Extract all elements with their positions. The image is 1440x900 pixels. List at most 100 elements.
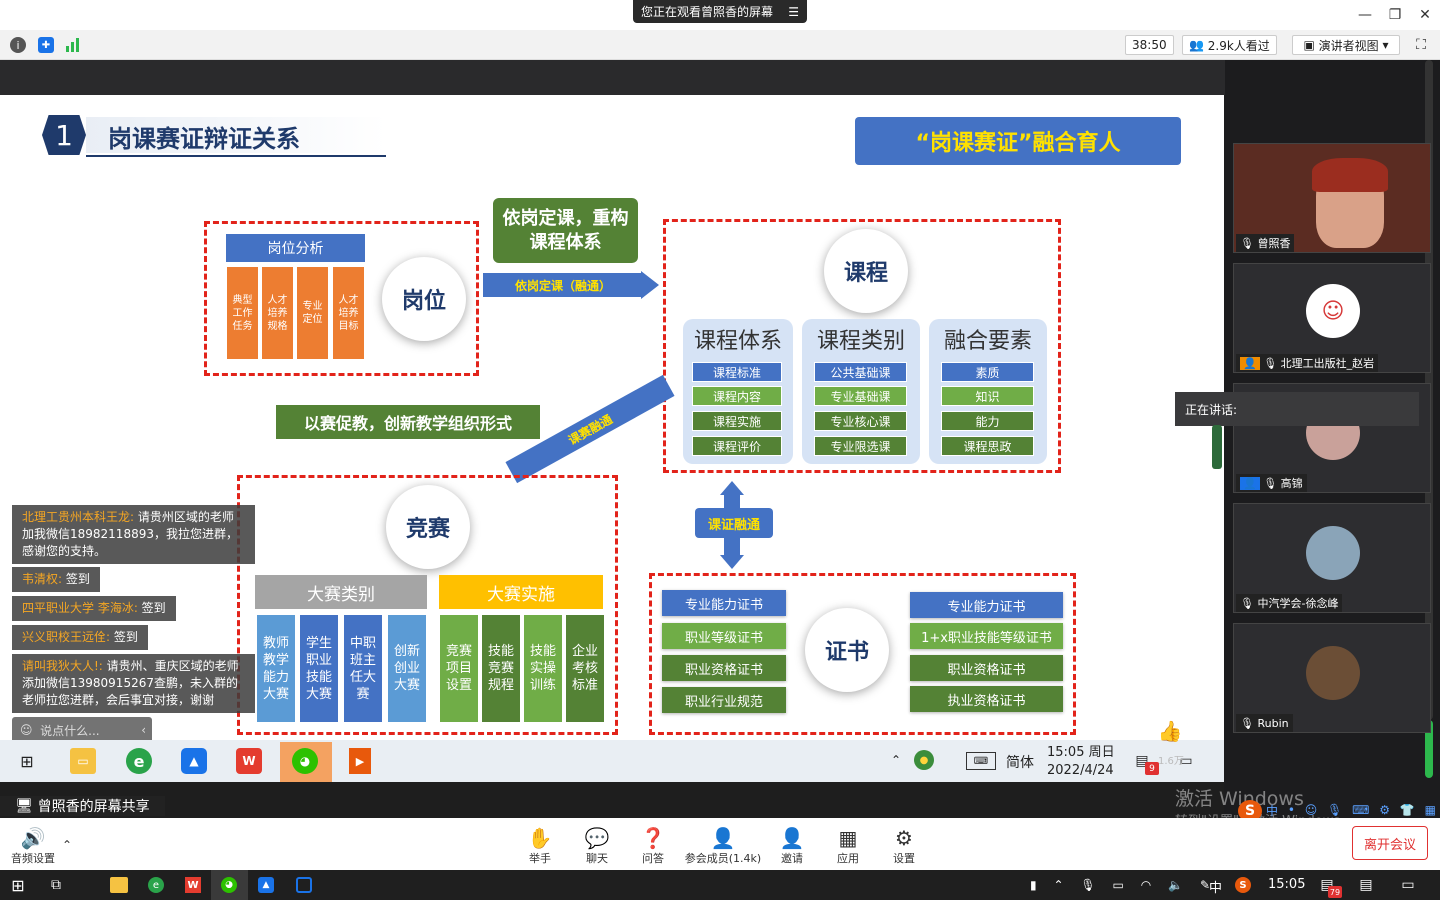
settings-button[interactable]: ⚙设置 (893, 826, 915, 865)
wps-icon[interactable]: W (236, 748, 262, 774)
people-icon: 👥 (1189, 38, 1208, 52)
participant-name: 🎙 中汽学会-徐念峰 (1236, 594, 1343, 612)
activation-watermark: 激活 Windows (1175, 788, 1304, 810)
viewer-count[interactable]: 👥 2.9k人看过 (1182, 35, 1277, 55)
action-center-icon[interactable]: ▭ (1401, 877, 1415, 893)
sogou-ime-icon[interactable]: S (1238, 800, 1262, 822)
panel-scrollbar[interactable] (1425, 720, 1433, 778)
apps-button[interactable]: ▦应用 (837, 826, 859, 865)
panel-item: 课程评价 (692, 436, 782, 456)
jingsai-left-title: 大赛类别 (255, 575, 427, 609)
chat-bubble-icon[interactable]: ▤ (1359, 877, 1373, 893)
presentation-icon[interactable]: ▶ (349, 748, 371, 774)
panel-item: 公共基础课 (814, 362, 907, 382)
browser-icon[interactable]: e (126, 748, 152, 774)
shield-icon[interactable]: ✚ (38, 37, 54, 53)
chat-input[interactable]: ☺ 说点什么...‹ (12, 717, 152, 743)
share-ime-label[interactable]: 简体 (1006, 755, 1034, 771)
tray-app-icon[interactable]: ● (914, 750, 934, 770)
mic-muted-icon: 🎙 (1240, 596, 1258, 610)
cert-left-item: 职业等级证书 (662, 623, 786, 649)
info-icon[interactable]: i (10, 37, 26, 53)
minimize-icon[interactable]: — (1358, 7, 1372, 23)
gangwei-item: 专业定位 (297, 267, 328, 359)
gangwei-frame (204, 221, 479, 376)
participant-name: 🎙 曾照香 (1236, 234, 1295, 252)
collapse-icon[interactable]: ‹ (141, 723, 146, 737)
jingsai-left-item: 教师教学能力大赛 (257, 615, 295, 722)
kecheng-circle: 课程 (824, 229, 908, 313)
jingsai-right-title: 大赛实施 (439, 575, 603, 609)
meeting-app-icon[interactable]: ▲ (258, 877, 274, 893)
raise-hand-button[interactable]: ✋举手 (527, 826, 553, 865)
windows-start-icon[interactable]: ⊞ (11, 875, 25, 895)
keyboard-icon[interactable]: ⌨ (966, 752, 996, 770)
members-button[interactable]: 👤参会成员(1.4k) (684, 826, 762, 865)
meeting-timer: 38:50 (1125, 35, 1174, 55)
gangwei-header: 岗位分析 (226, 234, 365, 262)
ime-toolbar[interactable]: 中•☺🎙⌨⚙👕▦ (1266, 803, 1436, 818)
panel-item: 专业核心课 (814, 411, 907, 431)
browser-icon[interactable]: e (148, 877, 164, 893)
menu-icon[interactable]: ☰ (788, 4, 799, 19)
screen-share-label: 🖥 曾照香的屏幕共享 (0, 796, 165, 816)
restore-icon[interactable]: ❐ (1388, 7, 1402, 23)
fullscreen-icon[interactable]: ⛶ (1416, 37, 1426, 53)
wps-icon[interactable]: W (185, 877, 201, 893)
invite-button[interactable]: 👤邀请 (779, 826, 805, 865)
action-center-icon[interactable]: ▭ (1179, 753, 1193, 769)
wechat-icon[interactable]: ◕ (221, 877, 237, 893)
panel-title: 融合要素 (943, 329, 1032, 354)
view-mode-select[interactable]: ▣ 演讲者视图 ▾ (1292, 35, 1400, 55)
sogou-ime-icon[interactable]: S (1235, 877, 1251, 893)
cert-right-item: 专业能力证书 (910, 592, 1063, 618)
share-top-spacer (0, 60, 1225, 95)
cert-right-item: 1+x职业技能等级证书 (910, 623, 1063, 649)
chevron-up-icon[interactable]: ⌃ (890, 753, 902, 767)
panel-toggle-handle[interactable] (1212, 425, 1222, 469)
like-icon[interactable]: 👍 (1157, 719, 1183, 743)
close-icon[interactable]: ✕ (1419, 7, 1431, 23)
panel-title: 课程体系 (693, 329, 782, 354)
chat-button[interactable]: 💬聊天 (584, 826, 610, 865)
tablet-app-icon[interactable] (296, 877, 312, 893)
arrow-course-cert: 课证融通 (695, 508, 773, 538)
jingsai-circle: 竞赛 (386, 485, 470, 569)
arrow-head-up (720, 481, 744, 495)
wechat-icon[interactable]: ◕ (292, 748, 318, 774)
wifi-icon: ◠ (1140, 878, 1152, 892)
like-count: 1.6万 (1158, 756, 1184, 767)
panel-item: 知识 (941, 386, 1034, 406)
jingsai-frame (237, 475, 618, 735)
signal-icon[interactable] (66, 38, 82, 52)
meeting-app-icon[interactable]: ▲ (181, 748, 207, 774)
screen-share-banner[interactable]: 您正在观看曾照香的屏幕 ☰ (633, 0, 807, 23)
participant-name: 🎙 Rubin (1236, 714, 1293, 732)
green-box-course-system: 依岗定课，重构课程体系 (493, 198, 638, 263)
volume-icon: 🔈 (1168, 878, 1184, 892)
audio-settings-button[interactable]: 🔊音频设置 (11, 826, 55, 865)
screen-icon: 🖥 (15, 798, 38, 814)
jingsai-left-item: 创新创业大赛 (388, 615, 426, 722)
shared-slide: 1 岗课赛证辩证关系 “岗课赛证”融合育人 岗位分析 典型工作任务 人才培养规格… (0, 95, 1224, 740)
chevron-up-icon[interactable]: ⌃ (61, 838, 73, 852)
avatar: ☺ (1306, 284, 1360, 338)
tray-ime-label[interactable]: 中 (1209, 881, 1223, 896)
system-tray[interactable]: ▮⌃🎙▭◠🔈✎ (1030, 877, 1210, 893)
title-underline (86, 155, 386, 157)
windows-start-icon[interactable]: ⊞ (20, 751, 34, 771)
hand-icon: ✋ (527, 826, 553, 850)
qa-button[interactable]: ❓问答 (640, 826, 666, 865)
battery-icon: ▭ (1112, 878, 1124, 892)
avatar (1306, 646, 1360, 700)
file-explorer-icon[interactable] (110, 877, 128, 893)
task-view-icon[interactable]: ⧉ (51, 877, 61, 893)
emoji-icon[interactable]: ☺ (20, 723, 41, 737)
file-explorer-icon[interactable]: ▭ (70, 748, 96, 774)
taskbar-clock[interactable]: 15:05 (1268, 877, 1306, 892)
jingsai-right-item: 竞赛项目设置 (440, 615, 478, 722)
question-icon: ❓ (640, 826, 666, 850)
leave-meeting-button[interactable]: 离开会议 (1352, 826, 1428, 860)
participant-name: 👤 🎙 高锦 (1236, 474, 1307, 492)
